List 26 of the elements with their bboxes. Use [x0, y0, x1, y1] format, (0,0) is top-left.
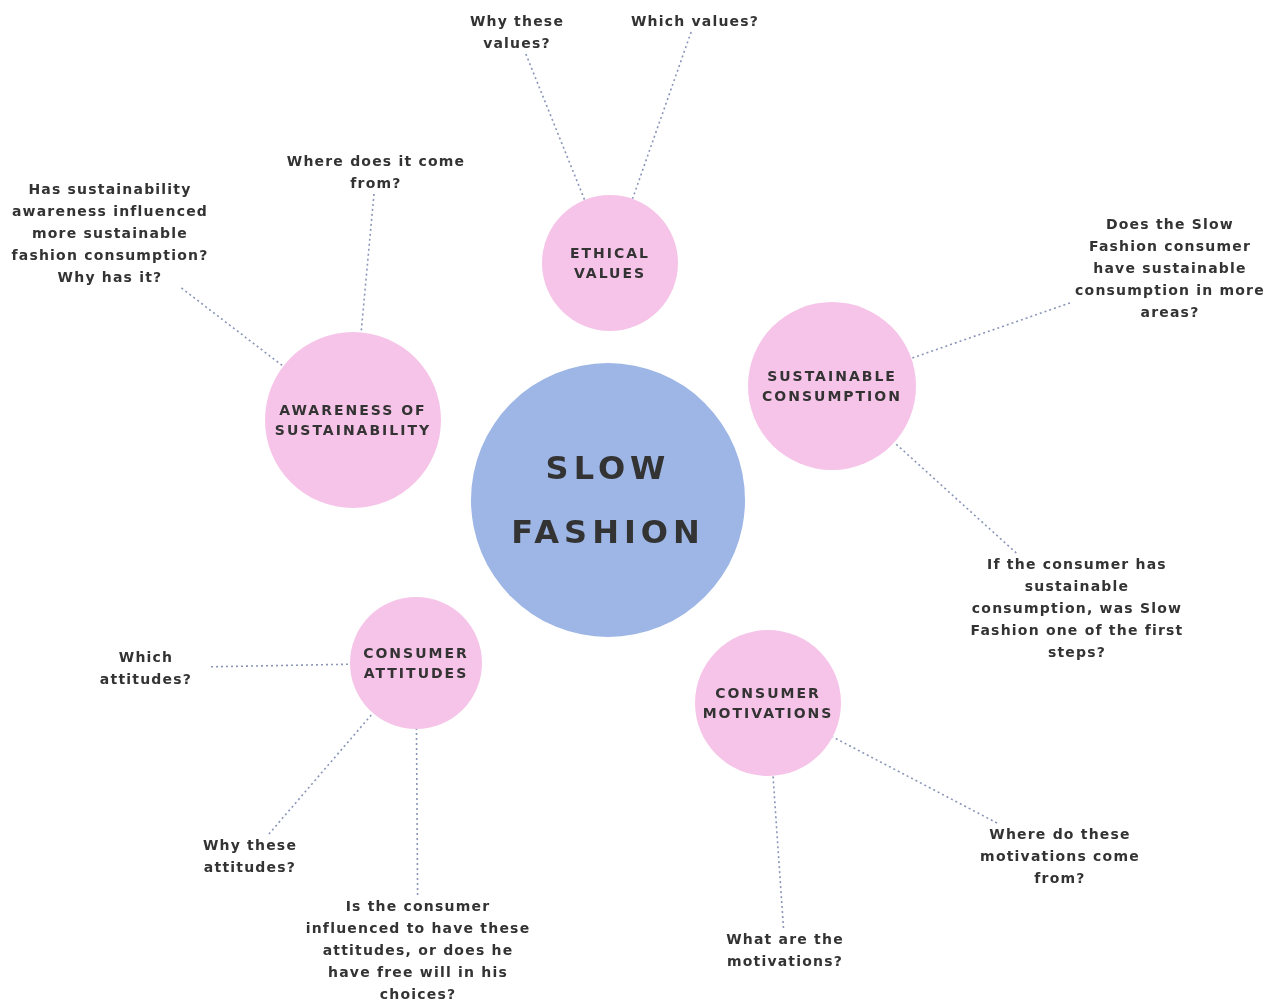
question-text: Does the Slow Fashion consumer have sustainable consumption in more areas? — [1070, 213, 1270, 323]
topic-circle: ETHICAL VALUES — [542, 195, 678, 331]
topic-circle: CONSUMER ATTITUDES — [350, 597, 482, 729]
question-text: Is the consumer influenced to have these attitudes, or does he have free will in his choices? — [305, 895, 531, 1003]
topic-circle: AWARENESS OF SUSTAINABILITY — [265, 332, 441, 508]
question-text: Where does it come from? — [261, 150, 491, 194]
dotted-connector — [910, 302, 1071, 360]
question-text: Why these values? — [442, 10, 592, 54]
question-text: Where do these motivations come from? — [960, 823, 1160, 889]
topic-circle: SUSTAINABLE CONSUMPTION — [748, 302, 916, 470]
dotted-connector — [525, 53, 586, 201]
question-text: Why these attitudes? — [175, 834, 325, 878]
question-text: If the consumer has sustainable consumption, was Slow Fashion one of the first steps? — [962, 553, 1192, 663]
question-text: Has sustainability awareness influenced more sustainable fashion consumption? Why has it? — [2, 178, 218, 288]
central-circle: SLOW FASHION — [471, 363, 745, 637]
question-text: Which values? — [600, 10, 790, 32]
topic-circle: CONSUMER MOTIVATIONS — [695, 630, 841, 776]
dotted-connector — [180, 287, 285, 368]
dotted-connector — [893, 441, 1018, 554]
question-text: What are the motivations? — [700, 928, 870, 972]
dotted-connector — [415, 728, 419, 896]
dotted-connector — [268, 712, 374, 835]
dotted-connector — [210, 663, 351, 668]
question-text: Which attitudes? — [81, 646, 211, 690]
dotted-connector — [631, 31, 692, 200]
dotted-connector — [772, 775, 785, 929]
